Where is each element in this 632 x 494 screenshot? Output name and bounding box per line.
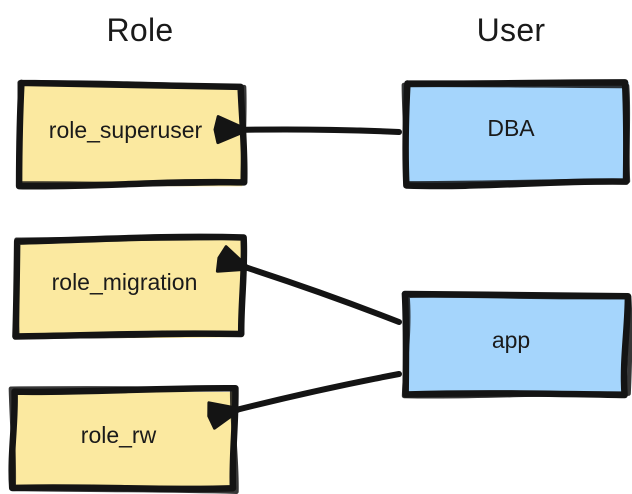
column-header-role: Role bbox=[106, 12, 174, 48]
node-outline bbox=[401, 82, 631, 186]
node-outline bbox=[16, 80, 247, 187]
edge-shaft bbox=[228, 371, 402, 415]
node-fill bbox=[16, 236, 244, 339]
node-fill bbox=[405, 294, 627, 396]
node-dba[interactable]: DBA bbox=[400, 79, 631, 190]
node-shape-app bbox=[401, 290, 632, 399]
node-outline bbox=[8, 386, 239, 494]
node-outline bbox=[401, 293, 632, 399]
node-shape-role_superuser bbox=[15, 79, 248, 190]
node-fill bbox=[19, 84, 243, 187]
node-role_rw[interactable]: role_rw bbox=[8, 384, 239, 494]
node-shape-role_migration bbox=[12, 233, 248, 340]
node-fill bbox=[403, 82, 630, 185]
node-app[interactable]: app bbox=[400, 290, 632, 399]
edge-shaft bbox=[237, 262, 402, 325]
node-fill bbox=[11, 389, 235, 491]
node-role_migration[interactable]: role_migration bbox=[12, 233, 248, 340]
node-shape-dba bbox=[401, 79, 631, 190]
edge-shaft bbox=[235, 126, 402, 135]
column-header-user: User bbox=[476, 12, 546, 48]
node-role_superuser[interactable]: role_superuser bbox=[14, 79, 248, 190]
node-outline bbox=[14, 235, 246, 339]
node-shape-role_rw bbox=[8, 384, 239, 494]
